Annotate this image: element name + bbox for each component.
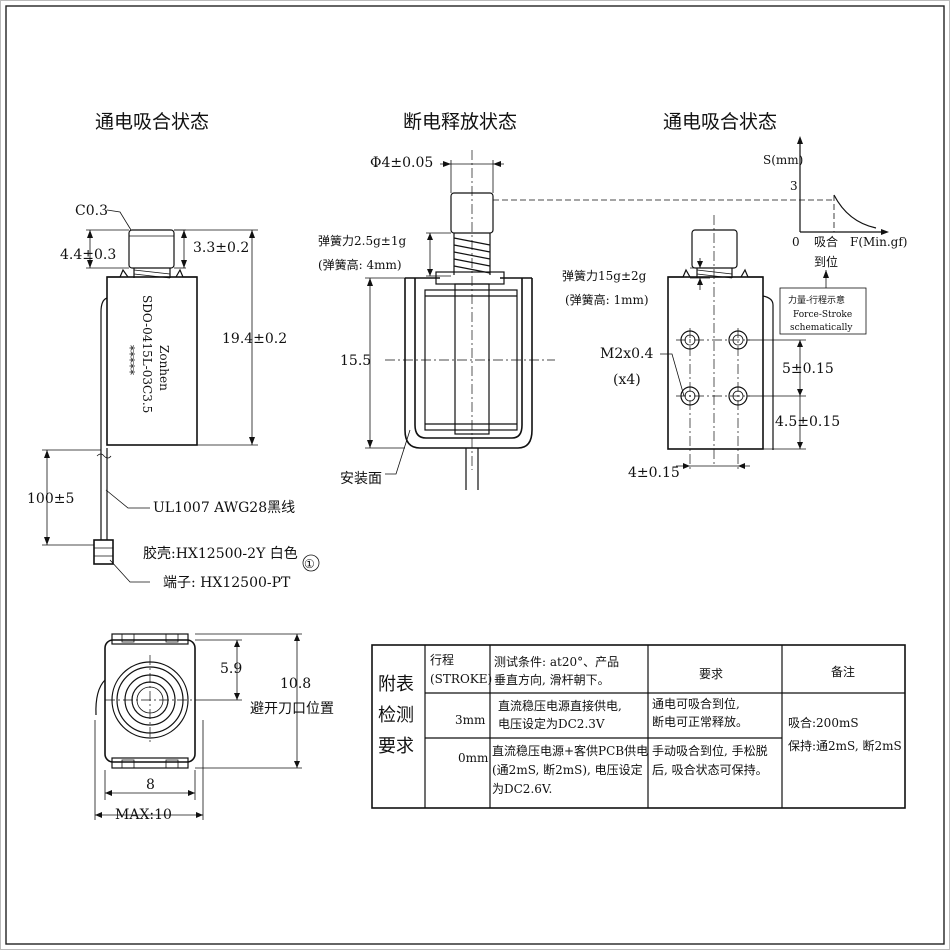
connector-housing: 胶壳:HX12500-2Y 白色 (143, 545, 298, 562)
left-view-title: 通电吸合状态 (95, 111, 209, 133)
avoid-blade-note: 避开刀口位置 (250, 701, 334, 717)
dim-bottom-width: 8 (146, 777, 155, 793)
row1-stroke: 3mm (455, 713, 486, 727)
row2-condition-2: (通2mS, 断2mS), 电压设定 (492, 762, 643, 777)
graph-note-en1: Force-Stroke (793, 310, 852, 320)
right-spring-force: 弹簧力15g±2g (562, 268, 647, 283)
wire-spec: UL1007 AWG28黑线 (153, 500, 295, 516)
row2-condition-3: 为DC2.6V. (492, 782, 552, 796)
table-side-label-1: 附表 (378, 674, 414, 695)
graph-note-en2: schematically (790, 323, 853, 333)
middle-view-title: 断电释放状态 (403, 111, 517, 133)
header-requirement: 要求 (699, 667, 723, 681)
table-side-label-2: 检测 (378, 705, 414, 726)
body-label-brand: Zonhen (157, 345, 171, 391)
header-stroke-2: (STROKE) (430, 672, 492, 686)
row2-condition-1: 直流稳压电源+客供PCB供电 (492, 743, 648, 758)
chamfer-label: C0.3 (75, 203, 108, 219)
graph-y-tick: 3 (790, 179, 798, 193)
header-remark: 备注 (831, 664, 855, 679)
bottom-end-view: 5.9 10.8 避开刀口位置 8 MAX:10 (94, 633, 334, 823)
thread-spec: M2x0.4 (600, 346, 653, 362)
graph-y-label: S(mm) (763, 153, 803, 167)
body-label-code: ***** (123, 345, 137, 375)
dim-middle-length: 15.5 (340, 353, 371, 369)
dim-bottom-max: MAX:10 (115, 807, 172, 823)
middle-spring-height: (弹簧高: 4mm) (318, 257, 402, 272)
graph-in-place: 到位 (814, 254, 838, 269)
graph-pull-in: 吸合 (814, 234, 838, 249)
right-view-title: 通电吸合状态 (663, 111, 777, 133)
remark-2: 保持:通2mS, 断2mS (788, 738, 902, 753)
row1-condition-2: 电压设定为DC2.3V (498, 716, 605, 731)
graph-x-label: F(Min.gf) (850, 235, 907, 249)
middle-spring-force: 弹簧力2.5g±1g (318, 233, 406, 248)
graph-note-cn: 力量-行程示意 (788, 294, 845, 306)
requirements-table: 附表 检测 要求 行程 (STROKE) 测试条件: at20°、产品 垂直方向… (371, 644, 906, 809)
row1-requirement-2: 断电可正常释放。 (652, 714, 748, 729)
table-side-label-3: 要求 (378, 736, 414, 757)
remark-1: 吸合:200mS (788, 715, 859, 730)
circle-mark: ① (304, 557, 315, 571)
thread-count: (x4) (613, 372, 641, 388)
dim-plunger-dia: 4.4±0.3 (60, 247, 116, 263)
dim-hole-spacing-h: 4±0.15 (628, 465, 680, 481)
dim-hole-spacing-v: 5±0.15 (782, 361, 834, 377)
dim-bottom-center: 5.9 (220, 661, 242, 677)
right-solenoid-view: 弹簧力15g±2g (弹簧高: 1mm) M2x0.4 (x4) 5±0.15 … (562, 136, 907, 481)
middle-solenoid-view: Φ4±0.05 弹簧力2.5g±1g (弹簧高: 4mm) 15.5 安装面 (318, 150, 835, 490)
header-stroke-1: 行程 (430, 652, 454, 667)
left-solenoid-view: SDO-0415L-03C3.5 Zonhen ***** C0.3 4.4±0… (27, 203, 320, 591)
row2-requirement-2: 后, 吸合状态可保持。 (652, 762, 768, 777)
row2-stroke: 0mm (458, 751, 489, 765)
dim-bottom-height: 10.8 (280, 676, 311, 692)
dim-middle-plunger-dia: Φ4±0.05 (370, 155, 433, 171)
row1-requirement-1: 通电可吸合到位, (652, 696, 740, 711)
dim-body-height: 19.4±0.2 (222, 331, 287, 347)
header-condition-2: 垂直方向, 滑杆朝下。 (494, 672, 610, 687)
dim-lead-length: 100±5 (27, 491, 74, 507)
dim-hole-offset-v: 4.5±0.15 (775, 414, 840, 430)
mount-face-label: 安装面 (340, 471, 382, 487)
row1-condition-1: 直流稳压电源直接供电, (498, 698, 622, 713)
dim-plunger-height: 3.3±0.2 (193, 240, 249, 256)
right-spring-height: (弹簧高: 1mm) (565, 292, 649, 307)
connector-terminal: 端子: HX12500-PT (163, 575, 291, 591)
header-condition-1: 测试条件: at20°、产品 (494, 654, 619, 669)
graph-origin: 0 (792, 235, 800, 249)
body-label-model: SDO-0415L-03C3.5 (140, 295, 154, 413)
row2-requirement-1: 手动吸合到位, 手松脱 (652, 743, 768, 758)
